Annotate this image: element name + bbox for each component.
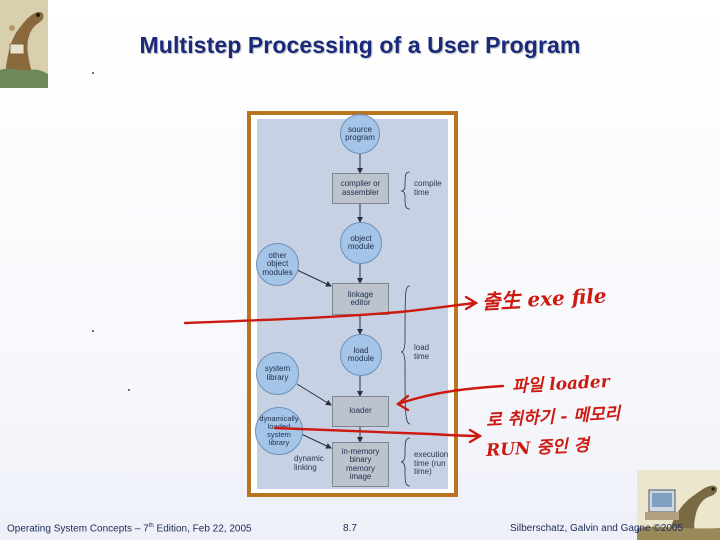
dynamic-library-node: dynamically loaded system library [255,407,303,455]
compiler-assembler-node: compiler or assembler [332,173,389,204]
loader-node: loader [332,396,389,427]
compile-time-label: compile time [414,179,442,197]
footer-left-prefix: Operating System Concepts – 7 [7,523,149,535]
footer-left-suffix: Edition, Feb 22, 2005 [153,523,252,535]
execution-time-label: execution time (run time) [414,450,449,476]
footer-course-info: Operating System Concepts – 7th Edition,… [7,523,252,534]
linkage-editor-node: linkage editor [332,283,389,315]
object-module-node: object module [340,222,382,264]
other-object-modules-node: other object modules [256,243,299,286]
system-library-node: system library [256,352,299,395]
slide-title: Multistep Processing of a User Program [139,32,581,58]
dynamic-linking-label: dynamic linking [294,454,324,472]
bullet-dot [92,330,94,332]
memory-image-node: in-memory binary memory image [332,442,389,487]
footer-page-number: 8.7 [343,523,357,534]
footer-left-sup: th [148,523,154,529]
dinosaur-logo-top-left [0,0,48,88]
load-module-node: load module [340,334,382,376]
load-time-label: load time [414,343,430,361]
dinosaur-logo-bottom-right [637,470,720,540]
bullet-dot [92,72,94,74]
annotation-loader: 파일 loader [511,371,611,397]
source-program-node: source program [340,114,380,154]
footer-copyright: Silberschatz, Galvin and Gagne ©2005 [510,523,684,534]
bullet-dot [128,389,130,391]
